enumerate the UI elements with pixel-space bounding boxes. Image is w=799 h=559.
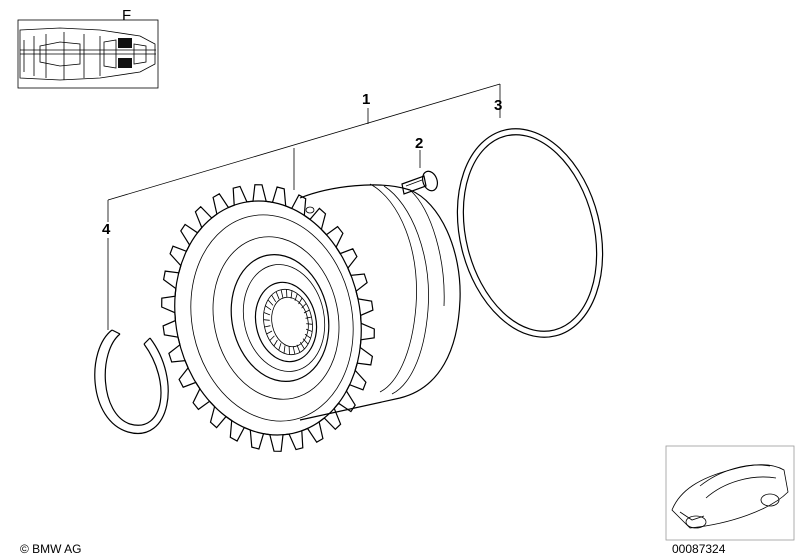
car-thumbnail: [665, 445, 795, 541]
thumbnail-label: F: [122, 7, 131, 24]
leader-lines: [107, 83, 501, 330]
copyright-text: © BMW AG: [20, 542, 82, 556]
callout-1: 1: [362, 91, 370, 108]
callout-4: 4: [102, 221, 111, 238]
o-ring: [456, 128, 604, 338]
image-number: 00087324: [672, 542, 726, 556]
callout-3: 3: [494, 97, 502, 114]
transmission-thumbnail: F: [17, 7, 159, 89]
clutch-drum: [161, 183, 461, 452]
screw: [401, 170, 439, 195]
callout-2: 2: [415, 135, 423, 152]
snap-ring: [94, 329, 169, 435]
